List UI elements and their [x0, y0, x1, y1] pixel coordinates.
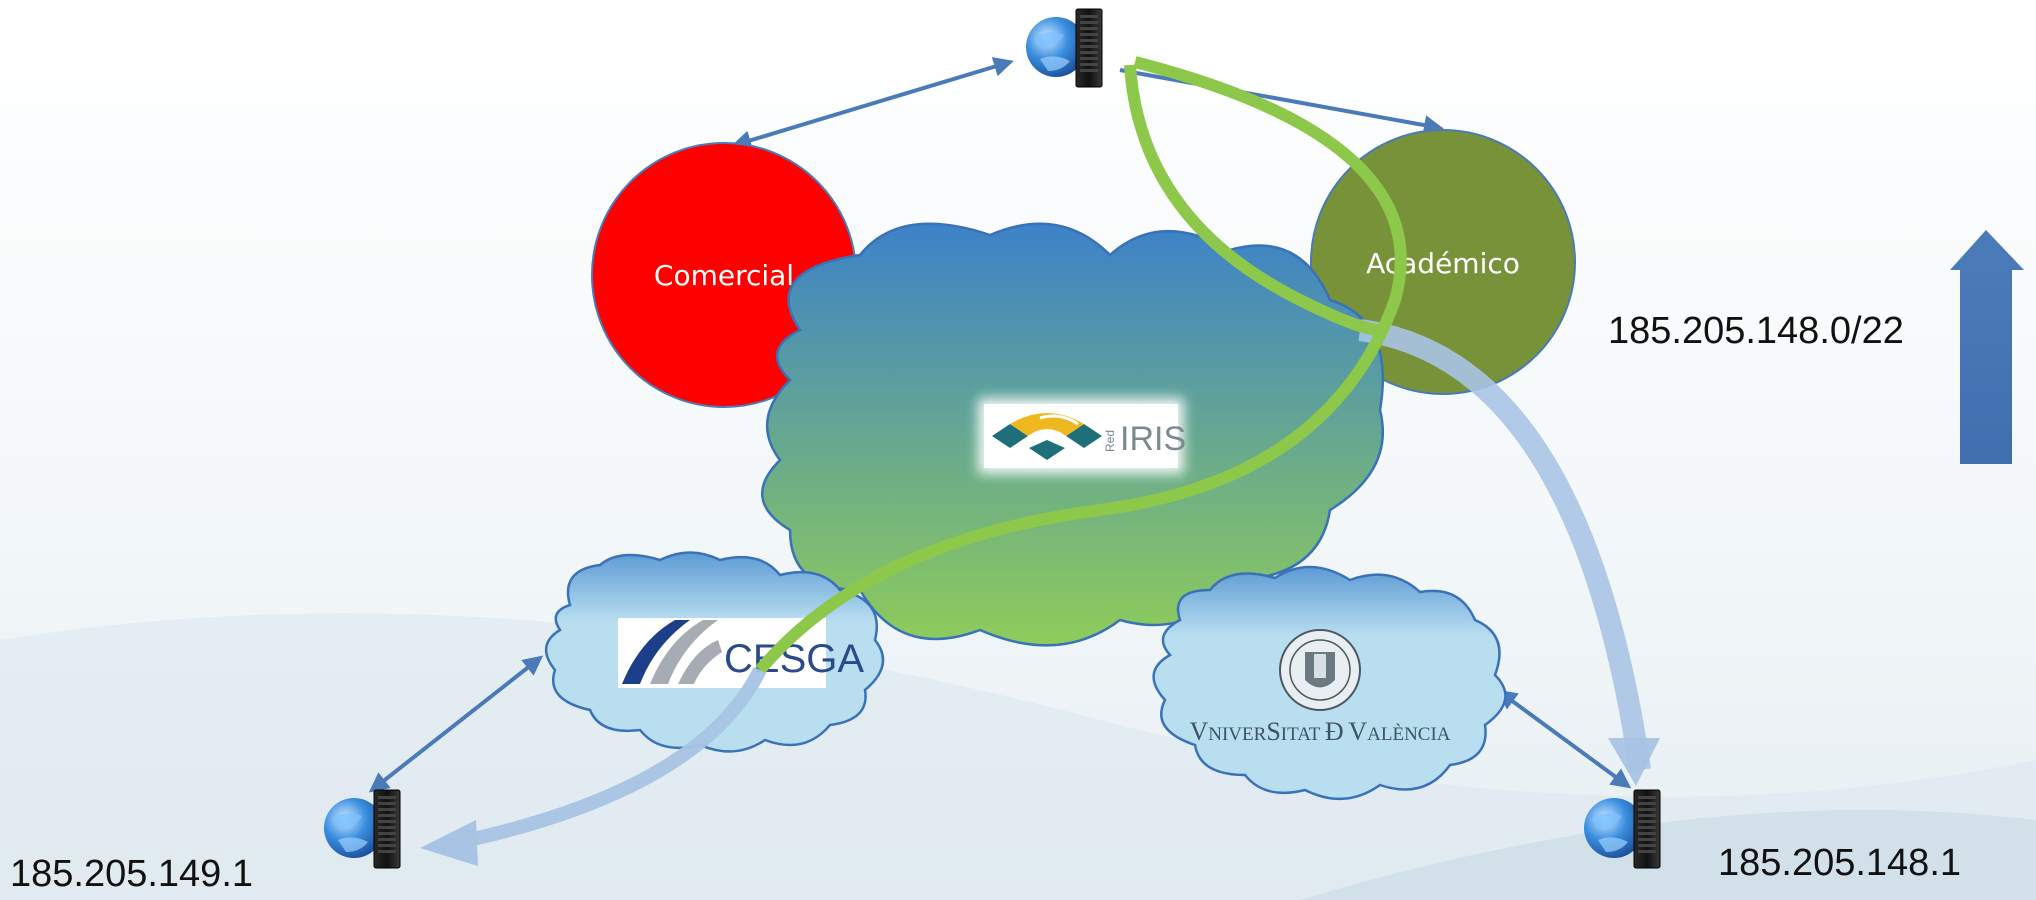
left-server-address: 185.205.149.1	[10, 853, 253, 895]
up-arrow-icon	[1950, 230, 2024, 464]
rediris-logo-small: Red	[1103, 430, 1117, 452]
uv-logo-text: VNIVERSITAT Ð VALÈNCIA	[1189, 717, 1450, 746]
prefix-label: 185.205.148.0/22	[1608, 310, 1904, 352]
rediris-logo-text: IRIS	[1120, 420, 1186, 458]
traffic-path-inner	[1124, 64, 1381, 336]
arrow-top-to-academico	[1119, 68, 1444, 135]
traffic-path-left-head	[420, 820, 478, 866]
rediris-logo: Red IRIS	[978, 398, 1186, 474]
return-path-right	[1358, 319, 1651, 772]
right-server-address: 185.205.148.1	[1718, 842, 1961, 884]
traffic-path-left	[458, 666, 767, 849]
background-swoosh-2	[1300, 810, 2036, 900]
globe-server-icon-top	[1025, 8, 1103, 88]
rediris-emblem	[992, 413, 1102, 460]
return-path-right-head	[1608, 738, 1660, 786]
academico-label: Académico	[1366, 247, 1520, 280]
rediris-cloud: Red IRIS	[760, 222, 1385, 647]
uv-cloud: VNIVERSITAT Ð VALÈNCIA	[1152, 565, 1507, 801]
arrow-cesga-to-left-server	[368, 655, 544, 793]
arrow-uv-to-right-server	[1496, 689, 1632, 789]
traffic-path-main	[755, 56, 1407, 674]
comercial-label: Comercial	[654, 259, 794, 292]
cesga-cloud: CESGA	[545, 551, 885, 753]
arrow-top-to-comercial	[731, 57, 1014, 150]
uv-seal-icon	[1279, 629, 1361, 711]
cesga-logo-text: CESGA	[724, 637, 864, 681]
